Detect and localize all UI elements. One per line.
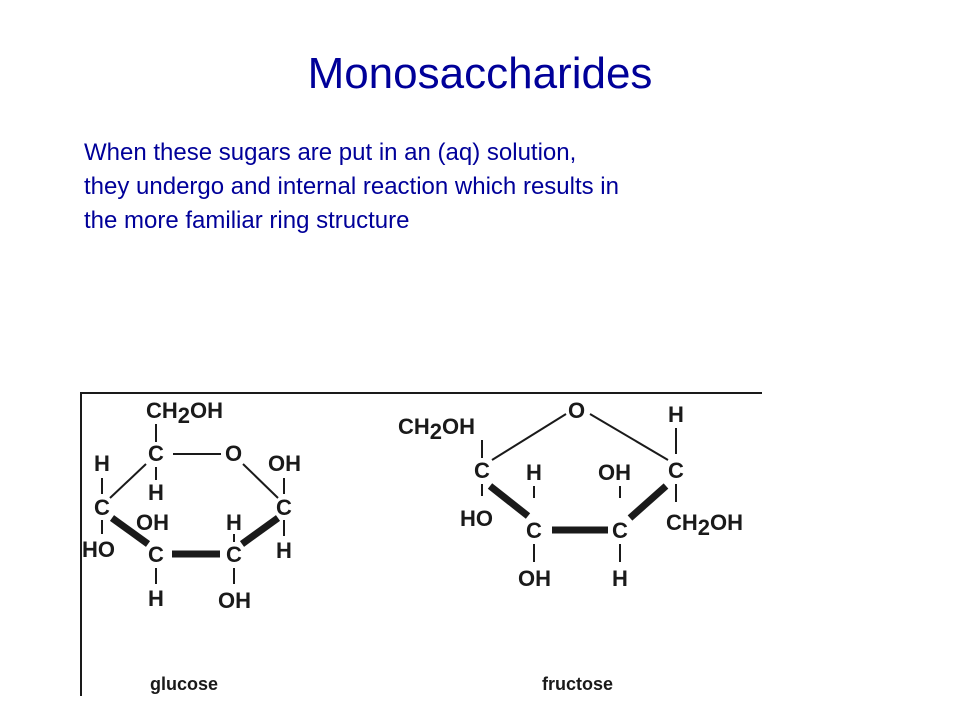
glucose-bond-c4-c5 [109, 463, 147, 499]
glucose-oh-c1: OH [268, 451, 301, 476]
fructose-bond-c3-c2 [627, 483, 669, 521]
glucose-h-c5: H [148, 480, 164, 505]
fructose-ch2oh-right: CH2OH [666, 510, 743, 540]
glucose-oh-c3: OH [136, 510, 169, 535]
fructose-c5: C [474, 458, 490, 483]
glucose-c2: C [226, 542, 242, 567]
sugar-ring-diagram: CH2OH C O H H C HO OH C H H C [80, 392, 762, 696]
glucose-bond-c1-c2 [239, 515, 281, 547]
fructose-c3: C [612, 518, 628, 543]
glucose-c3: C [148, 542, 164, 567]
slide-title: Monosaccharides [307, 49, 653, 98]
fructose-h-c3: H [612, 566, 628, 591]
fructose-h-top: H [668, 402, 684, 427]
glucose-c4: C [94, 495, 110, 520]
fructose-c4: C [526, 518, 542, 543]
glucose-h-c3: H [148, 586, 164, 611]
fructose-bond-c5-c4 [487, 483, 531, 519]
glucose-ch2oh: CH2OH [146, 398, 223, 428]
fructose-structure: CH2OH C HO O H C OH OH C H H [398, 398, 743, 694]
fructose-caption: fructose [542, 674, 613, 694]
glucose-h-c1: H [276, 538, 292, 563]
fructose-oh-c3: OH [598, 460, 631, 485]
fructose-bond-o-c2 [589, 413, 669, 461]
glucose-caption: glucose [150, 674, 218, 694]
glucose-bond-c4-c3 [109, 515, 151, 547]
glucose-o-ring: O [225, 441, 242, 466]
slide-body: When these sugars are put in an (aq) sol… [84, 136, 844, 238]
fructose-bond-c5-o [491, 413, 567, 461]
glucose-h-c4: H [94, 451, 110, 476]
glucose-h-c2: H [226, 510, 242, 535]
glucose-ho-c4: HO [82, 537, 115, 562]
fructose-o-ring: O [568, 398, 585, 423]
fructose-oh-c4: OH [518, 566, 551, 591]
body-line-3: the more familiar ring structure [84, 207, 410, 234]
body-line-2: they undergo and internal reaction which… [84, 173, 619, 200]
fructose-ch2oh-left: CH2OH [398, 414, 475, 444]
glucose-oh-c2: OH [218, 588, 251, 613]
fructose-ho-c5: HO [460, 506, 493, 531]
glucose-c5: C [148, 441, 164, 466]
fructose-c2: C [668, 458, 684, 483]
body-line-1: When these sugars are put in an (aq) sol… [84, 139, 577, 166]
glucose-bond-o-c1 [242, 463, 279, 499]
fructose-h-c4: H [526, 460, 542, 485]
glucose-c1: C [276, 495, 292, 520]
sugar-ring-figure: CH2OH C O H H C HO OH C H H C [80, 392, 762, 696]
glucose-structure: CH2OH C O H H C HO OH C H H C [82, 398, 301, 694]
